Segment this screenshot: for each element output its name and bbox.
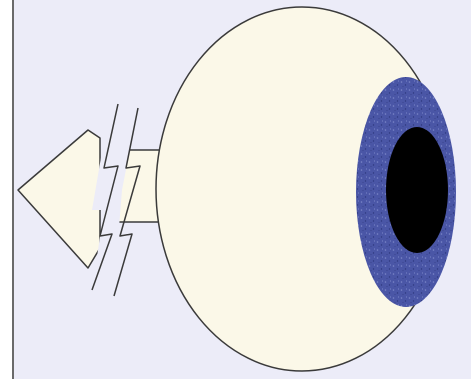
pupil — [386, 127, 448, 253]
